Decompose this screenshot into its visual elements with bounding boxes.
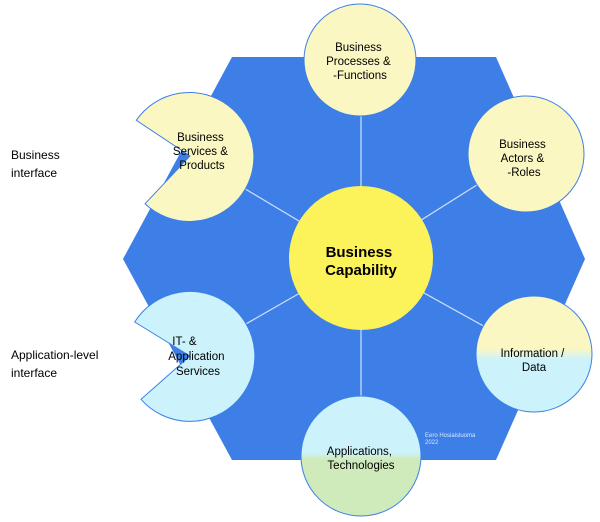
services-label-line3: Products [179, 160, 225, 172]
it-services-label-line3: Services [176, 366, 220, 378]
processes-label-line1: Business [335, 42, 382, 54]
actors-label-line3: -Roles [507, 167, 540, 179]
applications-label-line2: Technologies [327, 460, 394, 472]
business-interface-label-line2: interface [11, 166, 58, 180]
application-interface-label-line1: Application-level [11, 348, 99, 362]
author-credit-name: Eero Hosiaisluoma [425, 433, 476, 439]
it-services-label: IT- & Application Services [168, 336, 227, 378]
center-title-line2: Capability [325, 262, 397, 279]
it-services-node [134, 290, 256, 422]
processes-label-line3: -Functions [333, 70, 387, 82]
information-node [475, 295, 593, 413]
it-services-label-line1: IT- & [172, 336, 197, 348]
services-label: Business Services & Products [173, 132, 231, 172]
applications-label-line1: Applications, [327, 446, 392, 458]
applications-label: Applications, Technologies [327, 446, 395, 472]
actors-label-line2: Actors & [501, 153, 545, 165]
actors-node [467, 95, 585, 213]
services-node [135, 92, 255, 222]
actors-label: Business Actors & -Roles [499, 139, 549, 179]
application-interface-label: Application-level interface [11, 346, 141, 382]
information-label-line2: Data [522, 362, 547, 374]
information-label-line1: Information / [500, 348, 565, 360]
services-label-line2: Services & [173, 146, 228, 158]
information-label: Information / Data [500, 348, 567, 374]
processes-node [303, 3, 417, 117]
services-label-line1: Business [177, 132, 224, 144]
business-interface-label: Business interface [11, 146, 141, 182]
author-credit-year: 2022 [425, 440, 439, 446]
business-interface-label-line1: Business [11, 148, 60, 162]
it-services-label-line2: Application [168, 351, 224, 363]
processes-label: Business Processes & -Functions [326, 42, 394, 82]
application-interface-label-line2: interface [11, 366, 58, 380]
actors-label-line1: Business [499, 139, 546, 151]
center-title: Business Capability [325, 244, 397, 279]
center-title-line1: Business [326, 244, 393, 261]
applications-node [300, 395, 422, 517]
processes-label-line2: Processes & [326, 56, 391, 68]
business-capability-node [289, 186, 433, 330]
author-credit: Eero Hosiaisluoma 2022 [425, 433, 477, 446]
